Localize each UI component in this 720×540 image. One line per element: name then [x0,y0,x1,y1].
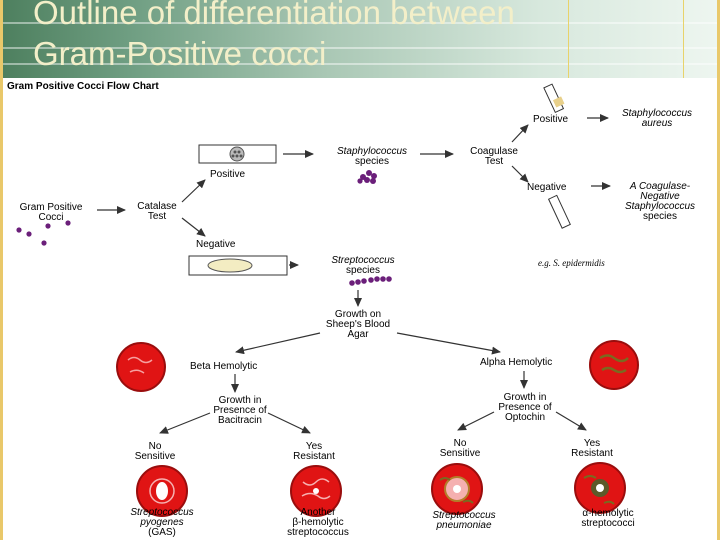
chart-heading: Gram Positive Cocci Flow Chart [7,81,159,92]
beta-hemolytic-label: Beta Hemolytic [190,361,257,372]
arrow-bacitracin-yes [267,412,311,434]
arrow-catalase-negative [181,217,206,237]
arrow-sheep-beta [235,332,321,355]
strep-slide-icon [188,255,288,276]
cocci-dots [16,220,71,246]
beta-agar-plate [116,342,166,392]
positive-tube-icon [543,83,565,114]
header-wave [0,63,720,65]
slide-title-line: Outline of differentiation between [33,0,515,31]
slide-title: Outline of differentiation between Gram-… [33,0,693,74]
page-edge-left [0,0,3,540]
coag-negative-label: Negative [527,182,567,193]
slide-header: Outline of differentiation between Gram-… [0,0,720,78]
arrow-catalase-positive [181,179,206,203]
optochin-sensitive-plate [431,463,483,515]
arrow-sheep-alpha [396,332,501,355]
catalase-negative-label: Negative [196,239,236,250]
epidermidis-note: e.g. S. epidermidis [538,258,605,268]
arrow-coagulase-negative [511,165,529,183]
coag-positive-label: Positive [533,114,568,125]
bacitracin-sensitive-plate [136,465,188,517]
arrow-coagulase-positive [511,124,529,143]
flow-chart: Gram Positive Cocci Flow Chart Gram Posi… [7,81,695,538]
staph-slide-icon [198,144,277,164]
header-wave [0,22,720,24]
page-edge-right [717,0,720,540]
bacitracin-resistant-plate [290,465,342,517]
alpha-hemolytic-label: Alpha Hemolytic [480,357,552,368]
arrow-optochin-yes [555,411,587,431]
arrow-bacitracin-no [159,412,211,434]
header-guide-line [568,0,569,78]
alpha-agar-plate [589,340,639,390]
slide-title-line: Gram-Positive cocci [33,35,327,72]
staph-cluster [357,170,377,184]
strep-chain [349,276,392,286]
negative-tube-icon [547,194,571,229]
header-guide-line [683,0,684,78]
catalase-positive-label: Positive [210,169,245,180]
optochin-resistant-plate [574,462,626,514]
header-wave [0,47,720,49]
arrow-optochin-no [457,411,495,431]
